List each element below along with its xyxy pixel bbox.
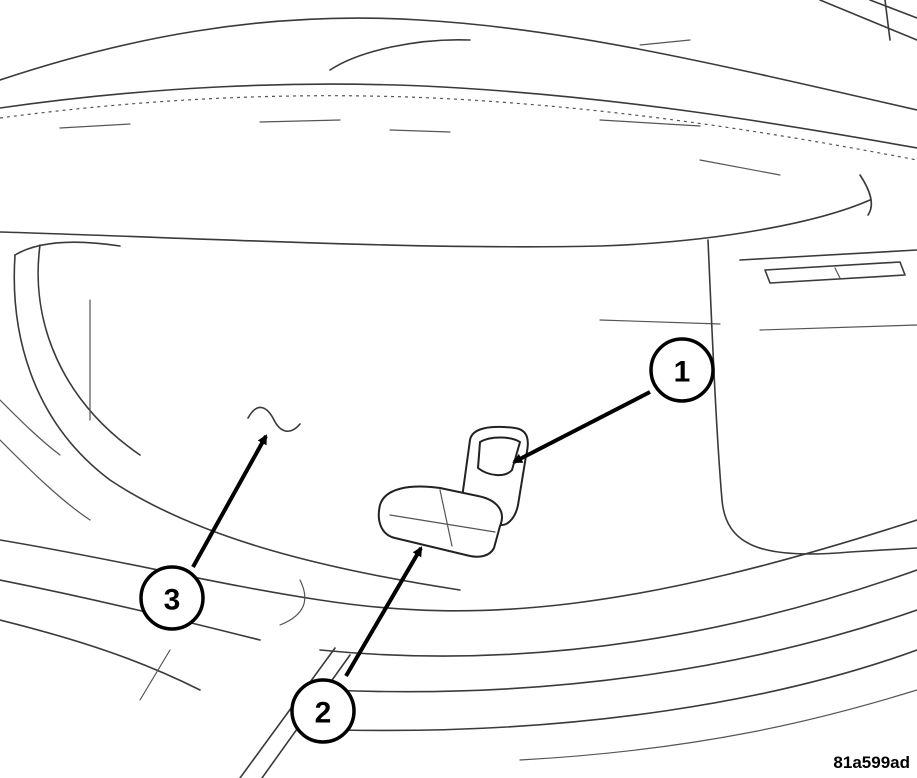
callout-label-3: 3 (164, 584, 181, 617)
seat-adjuster-handle (377, 425, 529, 558)
leader-arrow-3 (191, 434, 268, 568)
callout-label-2: 2 (315, 697, 332, 730)
leader-arrow-1 (512, 390, 651, 464)
callout-label-1: 1 (674, 356, 691, 389)
tilde-mark (247, 406, 301, 432)
leader-arrows (191, 390, 651, 678)
leader-arrow-2 (344, 546, 423, 678)
callout-3: 3 (139, 565, 205, 631)
figure-id: 81a599ad (833, 753, 910, 772)
callout-2: 2 (290, 678, 356, 744)
callout-1: 1 (649, 337, 715, 403)
